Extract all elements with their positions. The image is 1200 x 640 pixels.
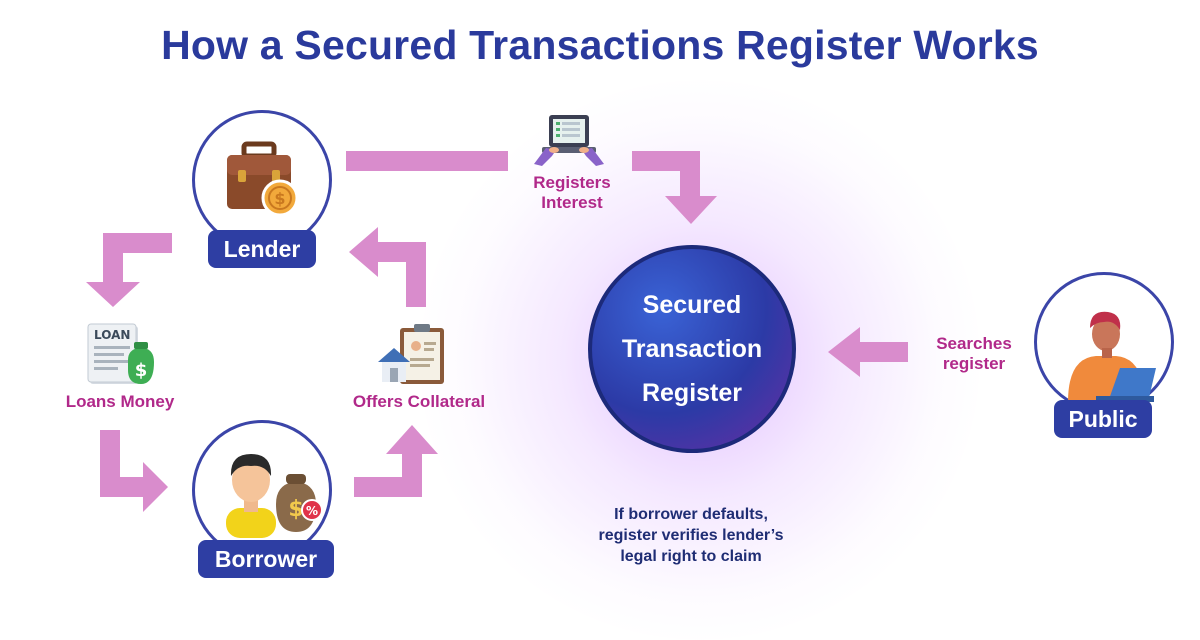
register-circle: Secured Transaction Register (588, 245, 796, 453)
register-label: Secured Transaction Register (622, 283, 762, 415)
svg-text:$: $ (135, 360, 148, 381)
searches-register-label: Searches register (936, 334, 1012, 373)
default-note-line-2: register verifies lender’s (598, 527, 784, 544)
public-person-laptop-icon (1068, 311, 1156, 402)
register-line-1: Secured (642, 291, 742, 319)
laptop-hands-icon (534, 115, 604, 166)
registers-interest-label: Registers Interest (533, 173, 611, 212)
arrow-loans-to-borrower (100, 430, 168, 512)
default-note-line-1: If borrower defaults, (614, 506, 768, 523)
arrow-lender-to-interest (346, 151, 508, 171)
loans-money-label: Loans Money (65, 392, 175, 411)
svg-text:%: % (306, 504, 318, 518)
collateral-clipboard-icon (378, 324, 444, 384)
default-note-line-3: legal right to claim (620, 548, 762, 565)
arrow-lender-to-loans (86, 233, 172, 307)
borrower-badge: Borrower (198, 540, 334, 578)
register-line-3: Register (641, 379, 743, 407)
svg-text:$: $ (274, 189, 285, 208)
borrower-icon: $ % (226, 454, 323, 538)
default-note: If borrower defaults, register verifies … (560, 504, 822, 567)
register-line-2: Transaction (621, 335, 763, 363)
lender-badge: Lender (208, 230, 316, 268)
arrow-interest-to-register (632, 151, 717, 224)
svg-text:LOAN: LOAN (94, 328, 130, 342)
public-badge: Public (1054, 400, 1152, 438)
arrow-public-to-register (828, 327, 908, 377)
loan-document-icon: LOAN $ (87, 323, 154, 384)
arrow-collateral-to-lender (349, 227, 426, 307)
svg-text:$: $ (288, 497, 303, 522)
briefcase-icon: $ (227, 141, 299, 217)
offers-collateral-label: Offers Collateral (352, 392, 486, 411)
page-title: How a Secured Transactions Register Work… (161, 22, 1039, 68)
arrow-borrower-to-collateral (354, 425, 438, 497)
